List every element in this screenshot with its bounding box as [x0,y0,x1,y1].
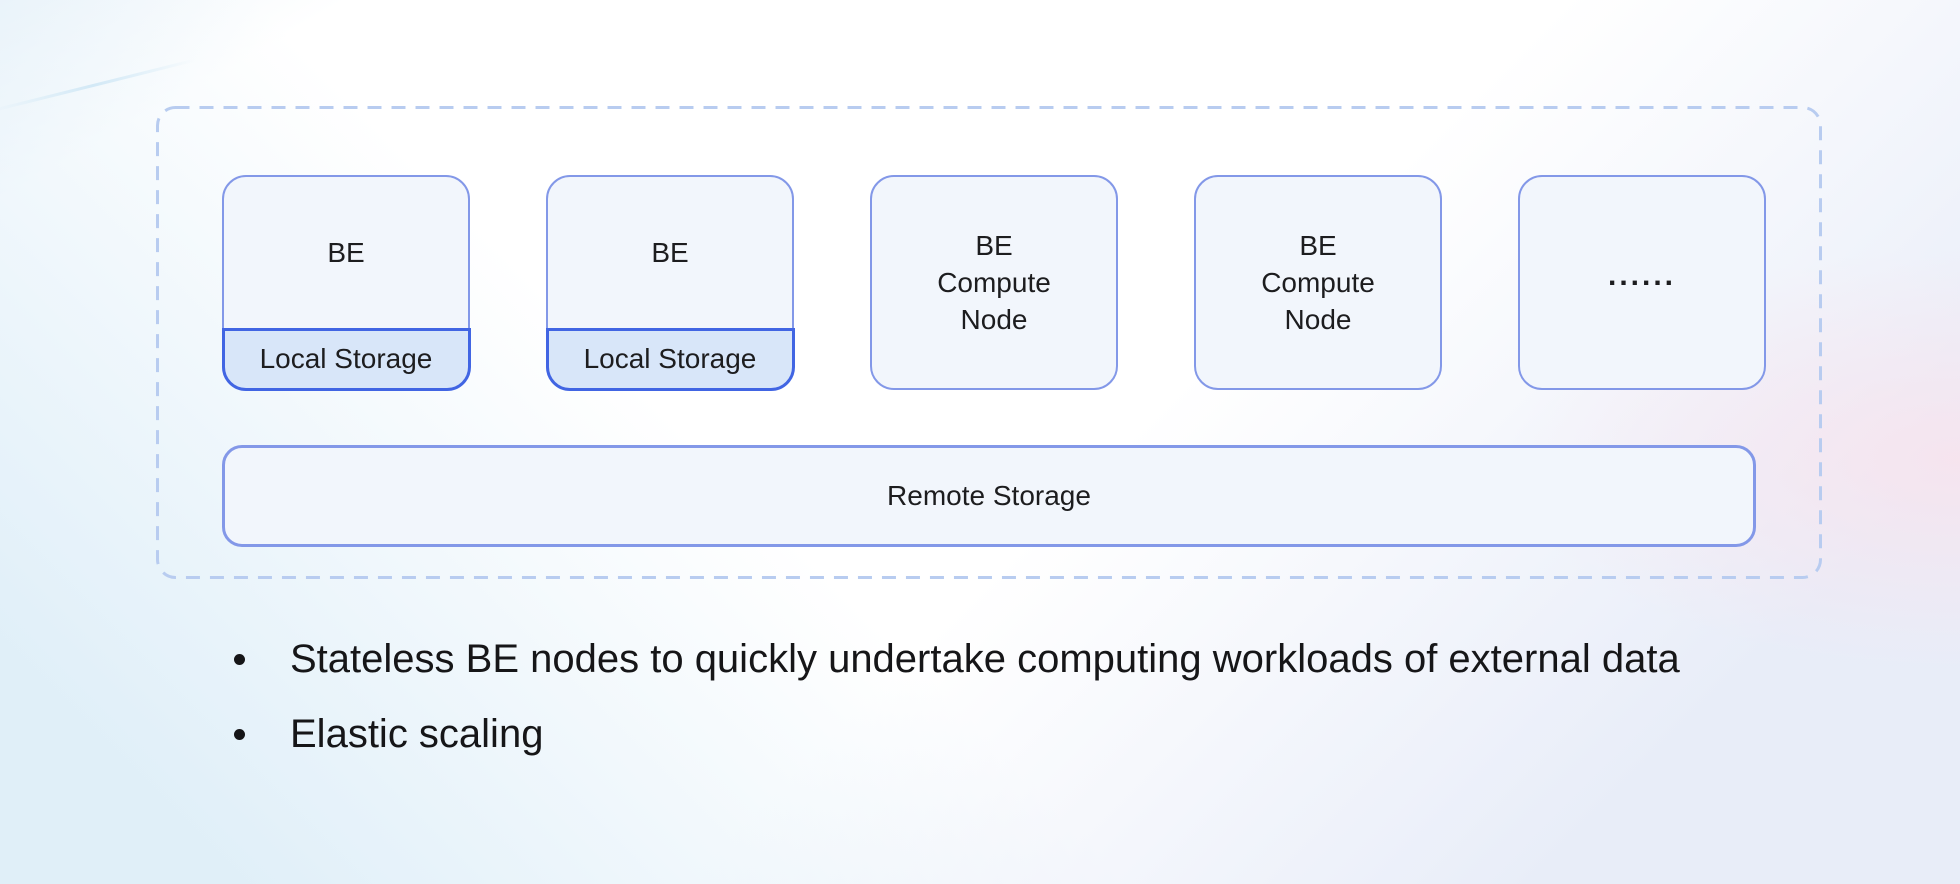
compute-label-line: Node [960,304,1028,335]
compute-label-line: BE [1299,230,1337,261]
node-be-2: BE Local Storage [545,175,795,391]
compute-label-line: BE [975,230,1013,261]
node-be-2-local-storage: Local Storage [545,327,795,391]
bullet-text: Stateless BE nodes to quickly undertake … [290,637,1680,681]
bullet-text: Elastic scaling [290,712,544,756]
cluster-dashed-border [156,106,1822,579]
bullet-dot [234,653,245,665]
node-compute-1-label: BE Compute Node [872,177,1116,388]
compute-label-line: Node [1284,304,1352,335]
node-be-1-label: BE [327,236,365,268]
remote-storage-box: Remote Storage [222,445,1756,547]
node-be-1-local-storage: Local Storage [221,327,471,391]
nodes-row: BE Local Storage BE Local Storage BE Com… [221,175,1766,391]
node-be-2-label: BE [651,236,689,268]
node-compute-2: BE Compute Node [1194,175,1442,390]
local-storage-label: Local Storage [583,343,757,374]
bullet-dot [234,728,245,740]
node-be-1: BE Local Storage [221,175,471,391]
compute-label-line: Compute [937,267,1051,298]
bullet-item-elastic-scaling: Elastic scaling [234,712,1680,756]
remote-storage-label: Remote Storage [887,480,1091,511]
node-ellipsis: ...... [1518,175,1766,390]
bullet-list: Stateless BE nodes to quickly undertake … [234,637,1680,787]
node-ellipsis-label: ...... [1607,259,1676,292]
local-storage-label: Local Storage [259,343,433,374]
node-compute-1: BE Compute Node [870,175,1118,390]
compute-label-line: Compute [1261,267,1375,298]
be-cluster: BE Local Storage BE Local Storage BE Com… [156,106,1822,579]
bullet-item-stateless: Stateless BE nodes to quickly undertake … [234,637,1680,681]
background-streak [0,58,196,113]
node-compute-2-label: BE Compute Node [1196,177,1440,388]
